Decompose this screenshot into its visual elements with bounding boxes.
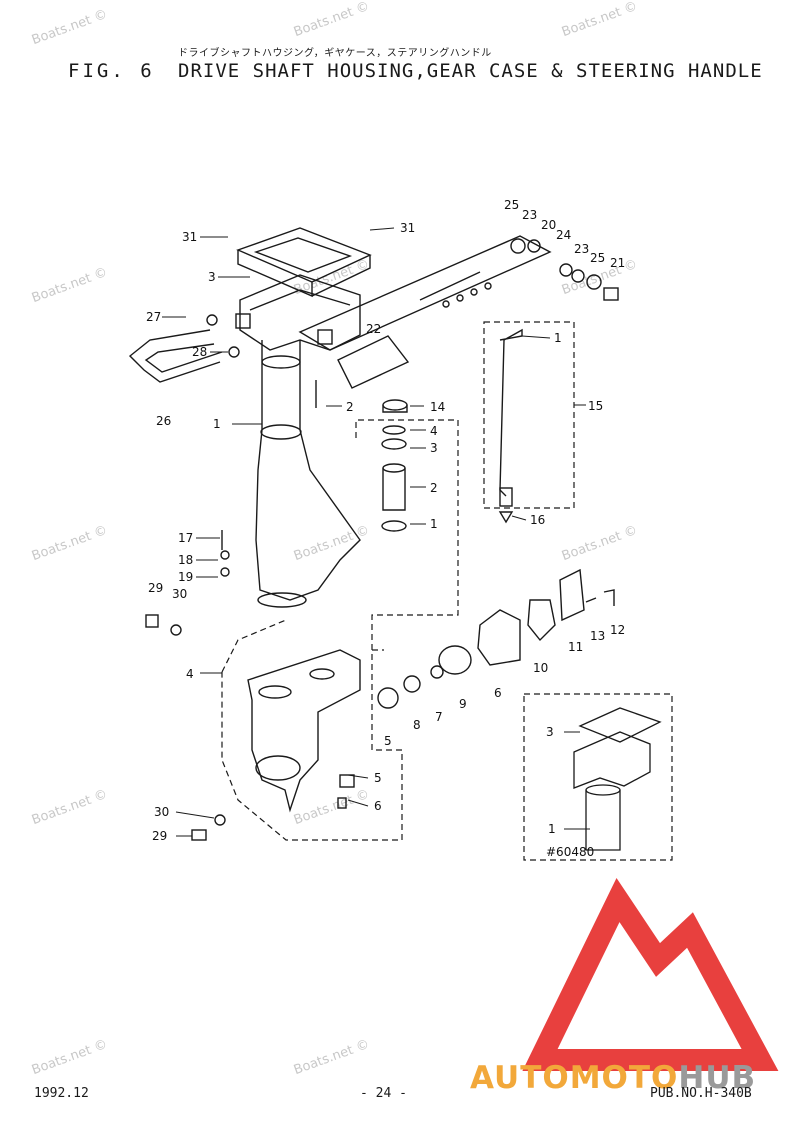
part-number-label: 28 (192, 345, 207, 359)
part-number-label: 29 (148, 581, 163, 595)
part-number-label: 30 (172, 587, 187, 601)
part-number-label: 31 (182, 230, 197, 244)
figure-label: FIG. 6 (68, 60, 155, 82)
part-number-label: 30 (154, 805, 169, 819)
part-number-label: 5 (374, 771, 382, 785)
part-number-label: 26 (156, 414, 171, 428)
part-number-label: 23 (574, 242, 589, 256)
part-number-label: 2 (346, 400, 354, 414)
part-number-label: 24 (556, 228, 571, 242)
part-number-label: 6 (374, 799, 382, 813)
steering-handle (128, 329, 221, 383)
gear-case (247, 649, 361, 813)
upper-bracket (239, 274, 361, 351)
part-number-label: 22 (366, 322, 381, 336)
part-number-label: 1 (554, 331, 562, 345)
part-number-label: 18 (178, 553, 193, 567)
pump-housing (477, 609, 521, 666)
brand-wordmark: AUTOMOTOHUB (470, 1060, 757, 1096)
japanese-title: ドライブシャフトハウジング，ギヤケース，ステアリングハンドル (178, 48, 492, 59)
part-number-label: 7 (435, 710, 443, 724)
figure-title: DRIVE SHAFT HOUSING,GEAR CASE & STEERING… (178, 60, 763, 82)
part-number-label: 23 (522, 208, 537, 222)
part-number-label: 31 (400, 221, 415, 235)
part-number-label: 25 (590, 251, 605, 265)
shift-rod (499, 328, 523, 497)
part-number-label: 1 (213, 417, 221, 431)
footer-page-number: - 24 - (360, 1086, 407, 1101)
part-number-label: 25 (504, 198, 519, 212)
part-number-label: 1 (548, 822, 556, 836)
part-number-label: 10 (533, 661, 548, 675)
upper-mount-plate (236, 227, 372, 283)
pump-cover (559, 568, 585, 622)
part-number-label: 3 (208, 270, 216, 284)
brand-logo (522, 877, 779, 1071)
part-number-label: 19 (178, 570, 193, 584)
inset-serial: #60480 (546, 845, 594, 859)
footer-publication-number: PUB.NO.H-340B (650, 1086, 752, 1101)
impeller (527, 599, 556, 642)
part-number-label: 3 (430, 441, 438, 455)
part-number-label: 1 (430, 517, 438, 531)
part-number-label: 15 (588, 399, 603, 413)
part-number-label: 4 (430, 424, 438, 438)
footer-date: 1992.12 (34, 1086, 89, 1101)
part-number-label: 2 (430, 481, 438, 495)
part-number-label: 11 (568, 640, 583, 654)
grip (337, 335, 410, 389)
part-number-label: 5 (384, 734, 392, 748)
part-number-label: 9 (459, 697, 467, 711)
part-number-label: 27 (146, 310, 161, 324)
part-number-label: 13 (590, 629, 605, 643)
part-number-label: 21 (610, 256, 625, 270)
part-number-label: 4 (186, 667, 194, 681)
part-number-label: 14 (430, 400, 445, 414)
part-number-label: 6 (494, 686, 502, 700)
part-number-label: 29 (152, 829, 167, 843)
part-number-label: 12 (610, 623, 625, 637)
part-number-label: 17 (178, 531, 193, 545)
drive-shaft-housing (255, 340, 361, 601)
part-number-label: 16 (530, 513, 545, 527)
part-number-label: 20 (541, 218, 556, 232)
part-number-label: 8 (413, 718, 421, 732)
part-number-label: 3 (546, 725, 554, 739)
tiller-arm (298, 235, 552, 351)
